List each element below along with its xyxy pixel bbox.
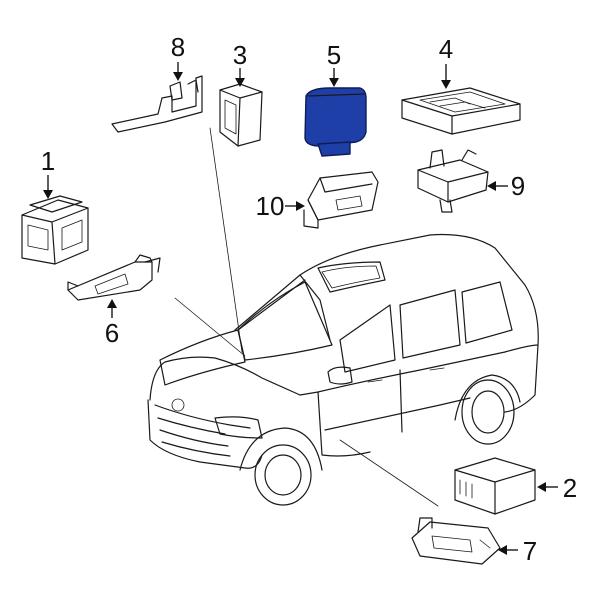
part-4-module[interactable] — [401, 87, 521, 135]
part-8-sensor-bracket[interactable] — [111, 75, 203, 133]
callout-2[interactable]: 2 — [563, 473, 577, 503]
vehicle-illustration — [147, 233, 539, 506]
callout-1[interactable]: 1 — [41, 146, 55, 176]
callout-6[interactable]: 6 — [105, 318, 119, 348]
part-5-relay-highlighted[interactable] — [304, 87, 367, 157]
part-2-module[interactable] — [454, 457, 536, 515]
callout-10[interactable]: 10 — [256, 191, 285, 221]
part-7-bracket[interactable] — [411, 517, 501, 565]
callout-5[interactable]: 5 — [327, 40, 341, 70]
leader-lines — [174, 127, 439, 507]
callout-9[interactable]: 9 — [511, 171, 525, 201]
part-3-module[interactable] — [219, 83, 263, 147]
part-6-bracket[interactable] — [67, 254, 161, 301]
callout-8[interactable]: 8 — [171, 32, 185, 62]
part-9-tray-bracket[interactable] — [417, 149, 489, 213]
callout-3[interactable]: 3 — [233, 40, 247, 70]
callout-7[interactable]: 7 — [523, 536, 537, 566]
part-1-control-module[interactable] — [21, 195, 89, 265]
part-10-bracket[interactable] — [303, 171, 379, 229]
callout-4[interactable]: 4 — [439, 34, 453, 64]
callout-arrows — [43, 62, 558, 555]
